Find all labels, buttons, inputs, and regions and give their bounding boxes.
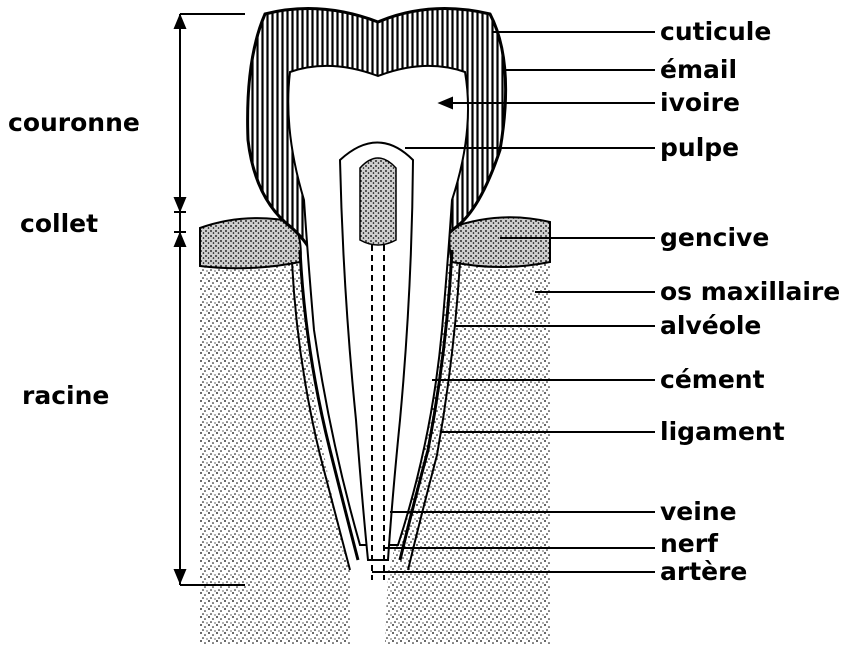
- label-vein: veine: [660, 497, 737, 526]
- label-enamel: émail: [660, 55, 737, 84]
- label-dentine: ivoire: [660, 88, 740, 117]
- label-jawbone: os maxillaire: [660, 277, 840, 306]
- label-cuticle: cuticule: [660, 17, 771, 46]
- gum-right: [449, 217, 550, 267]
- label-ligament: ligament: [660, 417, 785, 446]
- label-artery: artère: [660, 557, 747, 586]
- region-label-neck: collet: [20, 209, 98, 238]
- region-label-root: racine: [22, 381, 109, 410]
- label-pulp: pulpe: [660, 133, 739, 162]
- label-socket: alvéole: [660, 311, 761, 340]
- label-nerve: nerf: [660, 529, 719, 558]
- label-gum: gencive: [660, 223, 769, 252]
- gum-left: [200, 218, 301, 268]
- label-cement: cément: [660, 365, 765, 394]
- region-label-crown: couronne: [8, 108, 140, 137]
